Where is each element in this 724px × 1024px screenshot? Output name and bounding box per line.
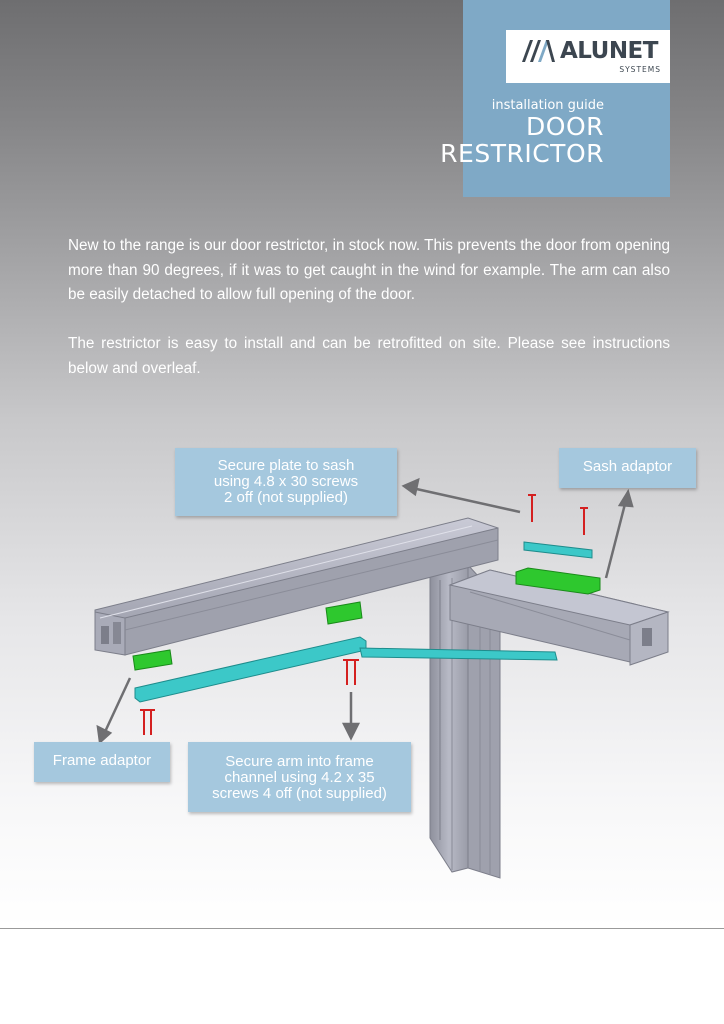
intro-paragraph-2: The restrictor is easy to install and ca… [68,335,670,377]
logo-wordmark: ALUNET [560,38,658,64]
screws [140,494,588,735]
callout-frame-adaptor-text: Frame adaptor [52,752,152,769]
callout-secure-plate: Secure plate to sash using 4.8 x 30 scre… [175,448,397,516]
title-line-1: DOOR [526,112,604,141]
callout-sash-adaptor: Sash adaptor [559,448,696,488]
vertical-frame [429,563,501,879]
callout-secure-arm-line-1: Secure arm into frame [225,753,374,770]
frame-adaptor-part-2 [325,601,363,625]
callout-frame-adaptor: Frame adaptor [34,742,170,782]
callout-secure-plate-line-3: 2 off (not supplied) [224,489,348,506]
logo-subtitle: SYSTEMS [619,65,661,74]
callout-secure-arm: Secure arm into frame channel using 4.2 … [188,742,411,812]
exploded-diagram [94,477,670,879]
callout-secure-arm-line-2: channel using 4.2 x 35 [224,769,375,786]
callout-secure-arm-line-3: screws 4 off (not supplied) [212,785,387,802]
guide-label: installation guide [491,98,604,113]
alunet-logo: ALUNET SYSTEMS [506,30,670,83]
sash-adaptor-part [515,567,601,595]
sash-plate [523,541,593,559]
head-frame [94,517,499,656]
intro-text: New to the range is our door restrictor,… [68,234,670,406]
callout-sash-adaptor-text: Sash adaptor [582,458,673,475]
footer-divider [0,928,724,929]
sash-profile [448,569,670,666]
callout-secure-plate-line-1: Secure plate to sash [217,457,355,474]
restrictor-arm [134,636,558,703]
page-title: DOOR RESTRICTOR [440,113,604,167]
leader-arrows [96,477,634,745]
title-line-2: RESTRICTOR [440,139,604,168]
frame-adaptor-part [132,649,173,671]
intro-paragraph-1: New to the range is our door restrictor,… [68,237,670,303]
logo-mark-icon [522,40,555,62]
callout-secure-plate-line-2: using 4.8 x 30 screws [213,473,359,490]
